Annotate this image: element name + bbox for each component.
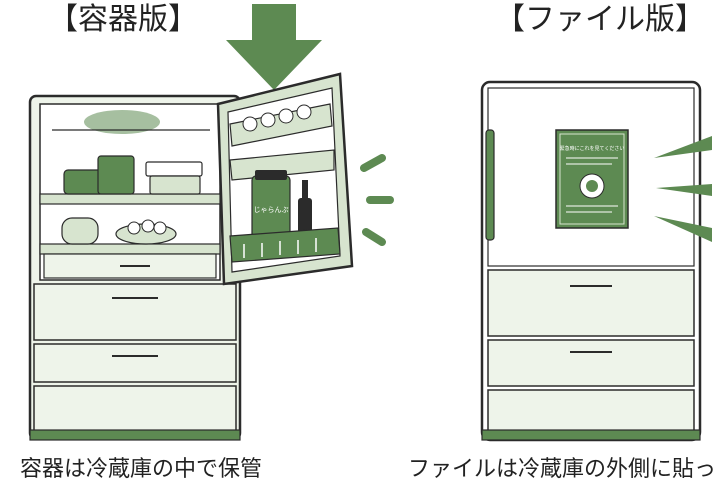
attention-burst-icon [654, 136, 712, 242]
closed-fridge: 緊急時にこれを見てください [480, 80, 712, 442]
file-heading: 緊急時にこれを見てください [560, 145, 625, 152]
down-arrow-icon [226, 4, 322, 90]
caption-file: ファイルは冷蔵庫の外側に貼っ [408, 457, 716, 482]
attention-burst-icon [360, 154, 394, 246]
jar-label: じゃらんぷ [254, 206, 289, 214]
caption-container: 容器は冷蔵庫の中で保管 [20, 457, 263, 482]
panel-title-file: 【ファイル版】 [495, 2, 705, 37]
emergency-file: 緊急時にこれを見てください [555, 129, 629, 229]
open-fridge: じゃらんぷ [28, 4, 394, 441]
panel-title-container: 【容器版】 [48, 2, 198, 37]
